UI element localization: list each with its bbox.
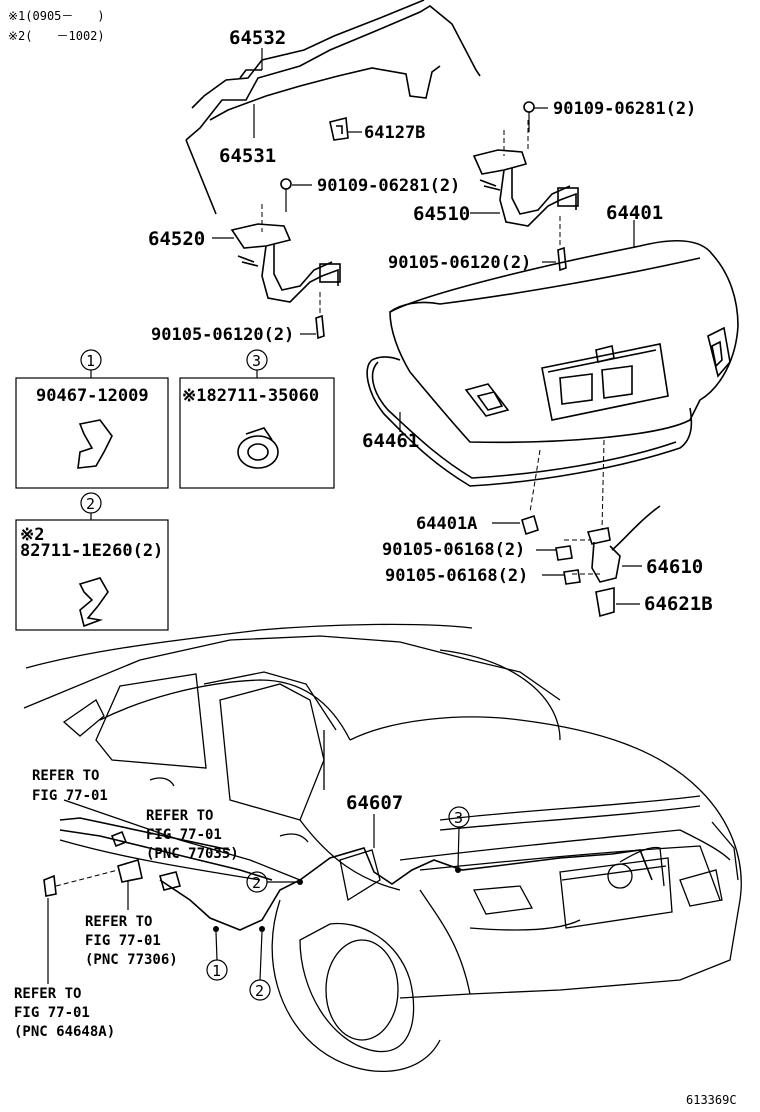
bumper-64401a-drawing	[521, 514, 539, 536]
box1-part-label: 90467-12009	[36, 386, 149, 406]
weatherstrip-drawing	[366, 356, 693, 487]
part-64401-label: 64401	[606, 202, 663, 224]
clip-64127b-drawing	[329, 116, 349, 141]
part-64461-label: 64461	[362, 430, 419, 452]
refer-note-4: REFER TO FIG 77-01 (PNC 64648A)	[14, 986, 115, 1040]
svg-text:FIG 77-01: FIG 77-01	[14, 1005, 90, 1021]
part-64621b-label: 64621B	[644, 593, 713, 615]
svg-text:REFER TO: REFER TO	[14, 986, 81, 1002]
svg-text:FIG 77-01: FIG 77-01	[32, 788, 108, 804]
bolt-90109-top-label: 90109-06281(2)	[553, 99, 696, 119]
harness-64607-drawing	[43, 817, 653, 932]
bolt-90105-06168-a-label: 90105-06168(2)	[382, 540, 525, 560]
box3-marker: 3	[252, 352, 261, 370]
part-64607-label: 64607	[346, 792, 403, 814]
part-64610-label: 64610	[646, 556, 703, 578]
figure-code: 613369C	[686, 1093, 737, 1107]
part-64127b-label: 64127B	[364, 123, 425, 143]
svg-text:FIG 77-01: FIG 77-01	[146, 827, 222, 843]
part-64532-label: 64532	[229, 27, 286, 49]
box1-marker: 1	[86, 352, 95, 370]
svg-text:3: 3	[454, 809, 463, 827]
note-2: ※2( －1002)	[8, 29, 105, 43]
svg-text:1: 1	[212, 962, 221, 980]
note-1: ※1(0905－ )	[8, 9, 105, 23]
lock-assembly-drawing	[555, 505, 661, 618]
svg-text:2: 2	[255, 982, 264, 1000]
refer-note-1: REFER TO FIG 77-01	[32, 768, 108, 804]
svg-text:FIG 77-01: FIG 77-01	[85, 933, 161, 949]
svg-text:(PNC 77306): (PNC 77306)	[85, 952, 178, 968]
refer-note-2: REFER TO FIG 77-01 (PNC 77035)	[146, 808, 239, 862]
refer-note-3: REFER TO FIG 77-01 (PNC 77306)	[85, 914, 178, 968]
box2-marker: 2	[86, 495, 95, 513]
box3-part-label: ※182711-35060	[182, 386, 319, 406]
part-64401a-label: 64401A	[416, 514, 477, 534]
part-64531-label: 64531	[219, 145, 276, 167]
detail-box-1: 1 90467-12009	[15, 349, 169, 489]
vehicle-body-drawing	[23, 623, 742, 1073]
circle-marker-2-lower: 2	[249, 979, 271, 1001]
trunk-lid-drawing	[389, 239, 739, 444]
circle-marker-1: 1	[206, 959, 228, 981]
hinge-64510-drawing	[472, 101, 579, 272]
detail-box-2: 2 ※2 82711-1E260(2)	[15, 492, 169, 631]
bolt-90105-06120-right-label: 90105-06120(2)	[388, 253, 531, 273]
box2-note: ※2	[20, 525, 44, 545]
box2-part-label: 82711-1E260(2)	[20, 541, 163, 561]
bolt-90109-mid-label: 90109-06281(2)	[317, 176, 460, 196]
svg-text:2: 2	[252, 874, 261, 892]
circle-marker-2-upper: 2	[246, 871, 268, 893]
detail-box-3: 3 ※182711-35060	[179, 349, 335, 489]
svg-text:(PNC 64648A): (PNC 64648A)	[14, 1024, 115, 1040]
part-64510-label: 64510	[413, 203, 470, 225]
svg-text:REFER TO: REFER TO	[32, 768, 99, 784]
svg-text:REFER TO: REFER TO	[85, 914, 152, 930]
bolt-90105-06120-left-label: 90105-06120(2)	[151, 325, 294, 345]
bolt-90105-06168-b-label: 90105-06168(2)	[385, 566, 528, 586]
hinge-64520-drawing	[230, 178, 341, 340]
svg-text:REFER TO: REFER TO	[146, 808, 213, 824]
svg-text:(PNC 77035): (PNC 77035)	[146, 846, 239, 862]
part-64520-label: 64520	[148, 228, 205, 250]
